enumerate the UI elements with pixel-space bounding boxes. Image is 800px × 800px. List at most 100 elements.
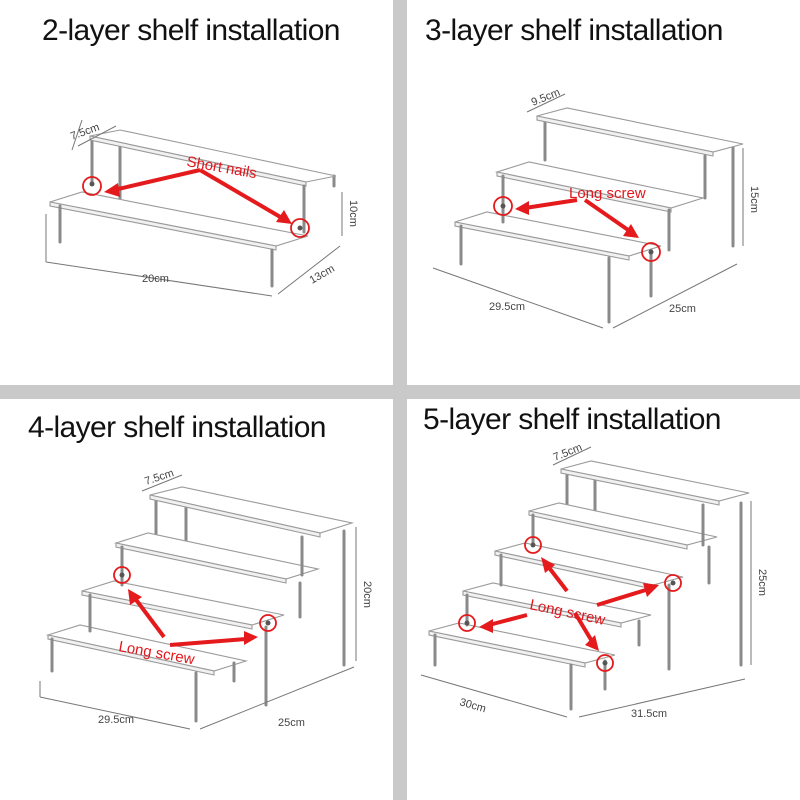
arrowhead xyxy=(585,635,599,651)
dim-label-width: 29.5cm xyxy=(489,301,525,313)
panel-5-layer: 5-layer shelf installation xyxy=(407,399,795,787)
dim-label-depth: 25cm xyxy=(669,303,696,315)
dim-label-top: 7.5cm xyxy=(552,441,584,463)
arrow-right xyxy=(169,637,247,647)
dim-label-depth: 31.5cm xyxy=(631,708,667,720)
shelf-lower xyxy=(49,191,309,247)
shelf-second xyxy=(528,502,718,546)
horizontal-divider xyxy=(0,385,800,399)
shelf-top-edge xyxy=(536,115,714,157)
arrowhead xyxy=(104,183,120,197)
screw xyxy=(265,620,271,626)
arrowhead xyxy=(128,589,142,605)
screw-highlight-ring xyxy=(493,196,513,216)
shelf-top-edge xyxy=(560,468,720,506)
arrowhead xyxy=(541,557,555,573)
dim-line xyxy=(277,245,341,295)
screw-highlight-ring xyxy=(664,574,682,592)
panel-title: 5-layer shelf installation xyxy=(423,403,722,436)
shelf-second-edge xyxy=(115,542,287,584)
screw xyxy=(464,620,470,626)
screw xyxy=(89,181,95,187)
arrow-left xyxy=(113,168,201,192)
arrow-right xyxy=(596,587,650,607)
screw-highlight-ring xyxy=(113,566,131,584)
dim-label-depth: 13cm xyxy=(308,263,337,287)
arrow-right xyxy=(583,198,633,234)
dim-label-height: 10cm xyxy=(347,200,359,227)
annotation-label: Long screw xyxy=(569,185,646,202)
arrowhead xyxy=(479,619,493,633)
dim-label-width: 30cm xyxy=(458,696,487,715)
dim-line xyxy=(526,93,566,113)
screw-highlight-ring xyxy=(259,614,277,632)
arrow-right xyxy=(198,168,284,220)
shelf-third xyxy=(494,542,684,586)
shelf-top xyxy=(536,107,744,153)
screw-highlight-ring xyxy=(641,242,661,262)
vertical-divider xyxy=(393,0,407,800)
shelf-middle-edge xyxy=(496,171,672,213)
arrow-left xyxy=(524,198,578,210)
shelf-bottom-edge xyxy=(454,221,630,261)
screw xyxy=(119,572,125,578)
shelf-diagram: Long screw 7.5cm 20cm 29.5cm 25cm xyxy=(39,467,373,730)
screw-highlight-ring xyxy=(524,536,542,554)
shelf-second xyxy=(113,532,321,580)
dim-line xyxy=(71,119,83,151)
screw xyxy=(500,203,506,209)
panel-2-layer: 2-layer shelf installation Short nails 7… xyxy=(0,0,388,388)
dim-label-width: 29.5cm xyxy=(98,714,134,726)
dim-line xyxy=(77,125,117,147)
shelf-third xyxy=(81,580,285,626)
arrow-up xyxy=(132,595,166,639)
dim-line xyxy=(45,261,273,297)
shelf-lower-edge xyxy=(49,201,277,251)
dim-line xyxy=(141,474,183,492)
dim-line xyxy=(552,446,592,466)
dim-label-depth: 25cm xyxy=(278,717,305,729)
panel-4-layer: 4-layer shelf installation xyxy=(0,399,388,787)
shelf-top-edge xyxy=(89,135,307,187)
screw xyxy=(602,660,608,666)
arrowhead xyxy=(515,201,529,215)
shelf-fourth-edge xyxy=(462,590,622,628)
dim-label-height: 20cm xyxy=(361,581,373,608)
dim-line xyxy=(39,696,191,730)
screw-highlight-ring xyxy=(82,176,102,196)
screw-highlight-ring xyxy=(458,614,476,632)
panel-title: 4-layer shelf installation xyxy=(28,411,327,444)
dim-label-height: 25cm xyxy=(756,569,768,596)
arrow-up-left xyxy=(545,563,569,593)
arrowhead xyxy=(244,631,258,645)
dim-label-top: 7.5cm xyxy=(143,467,175,488)
shelf-third-edge xyxy=(81,590,253,630)
screw xyxy=(297,225,303,231)
dim-line xyxy=(432,267,604,329)
shelf-top-edge xyxy=(149,494,321,538)
arrowhead xyxy=(623,224,639,238)
shelf-second-edge xyxy=(528,510,688,550)
shelf-bottom-edge xyxy=(428,630,586,668)
dim-label-width: 20cm xyxy=(142,273,169,285)
dim-line xyxy=(612,263,738,329)
screw-highlight-ring xyxy=(290,218,310,238)
screw-highlight-ring xyxy=(596,654,614,672)
arrowhead xyxy=(643,583,659,597)
shelf-diagram: Long screw 9.5cm 15cm 29.5cm 25cm xyxy=(432,86,760,329)
dim-line xyxy=(578,678,746,718)
shelf-top xyxy=(560,460,750,502)
arrow-down-right xyxy=(573,611,595,645)
panel-title: 3-layer shelf installation xyxy=(425,14,724,47)
shelf-diagram: Short nails 7.5cm 10cm 20cm 13cm xyxy=(45,119,359,297)
dim-line xyxy=(199,666,355,730)
arrow-left xyxy=(488,613,528,627)
screw xyxy=(530,542,536,548)
screw xyxy=(670,580,676,586)
dim-line xyxy=(420,674,568,718)
panel-3-layer: 3-layer shelf installation Long screw xyxy=(407,0,795,388)
screw xyxy=(648,249,654,255)
shelf-bottom-edge xyxy=(47,634,215,676)
panel-title: 2-layer shelf installation xyxy=(42,14,341,47)
shelf-diagram: Long screw 7.5cm 25cm 30cm 31.5cm xyxy=(420,441,768,720)
